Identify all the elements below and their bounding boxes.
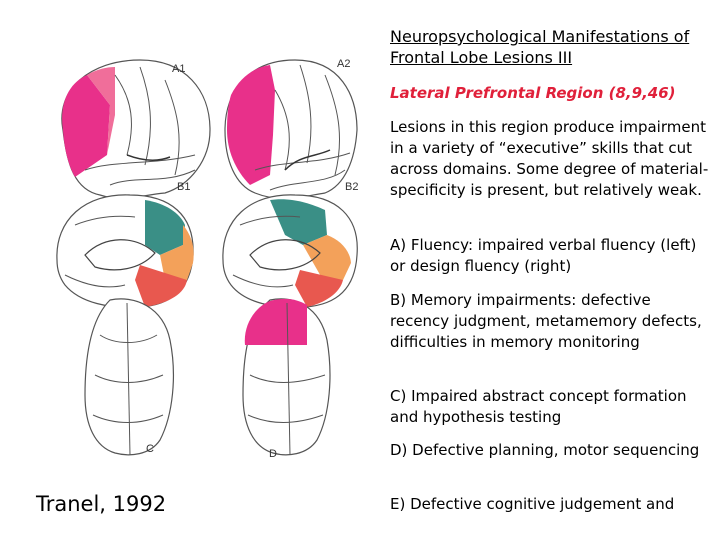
label-b1: B1: [177, 181, 191, 193]
list-item-c: C) Impaired abstract concept formation a…: [390, 387, 687, 426]
region-a1-pink: [87, 67, 115, 155]
region-b2-orange: [303, 235, 351, 280]
region-b1-teal: [145, 200, 185, 255]
intro-paragraph: Lesions in this region produce impairmen…: [390, 118, 709, 199]
slide-subtitle: Lateral Prefrontal Region (8,9,46): [390, 84, 676, 102]
list-item-e: E) Defective cognitive judgement and: [390, 495, 675, 513]
brain-d: [242, 298, 331, 456]
brain-a2: [224, 59, 358, 200]
brain-b1: [56, 194, 194, 308]
brain-c: [84, 298, 174, 456]
brain-b2: [222, 194, 358, 308]
label-a2: A2: [337, 58, 351, 70]
label-b2: B2: [345, 181, 359, 193]
label-c: C: [146, 443, 154, 455]
region-a2-magenta: [227, 65, 275, 185]
citation: Tranel, 1992: [36, 492, 167, 516]
region-b1-red: [135, 265, 187, 307]
label-d: D: [269, 448, 277, 460]
list-item-a: A) Fluency: impaired verbal fluency (lef…: [390, 236, 697, 275]
slide-title: Neuropsychological Manifestations of Fro…: [390, 27, 690, 67]
brain-a1: [61, 59, 211, 200]
list-item-b: B) Memory impairments: defective recency…: [390, 291, 702, 351]
region-b1-orange: [160, 225, 194, 280]
label-a1: A1: [172, 63, 186, 75]
brain-figure: A1 A2 B1 B2 C D: [45, 45, 375, 480]
region-d-magenta: [244, 298, 307, 345]
region-a1-magenta: [62, 75, 110, 177]
brain-diagrams: [56, 59, 358, 456]
list-item-d: D) Defective planning, motor sequencing: [390, 441, 700, 459]
region-b2-teal: [270, 199, 327, 245]
region-b2-red: [295, 270, 343, 307]
